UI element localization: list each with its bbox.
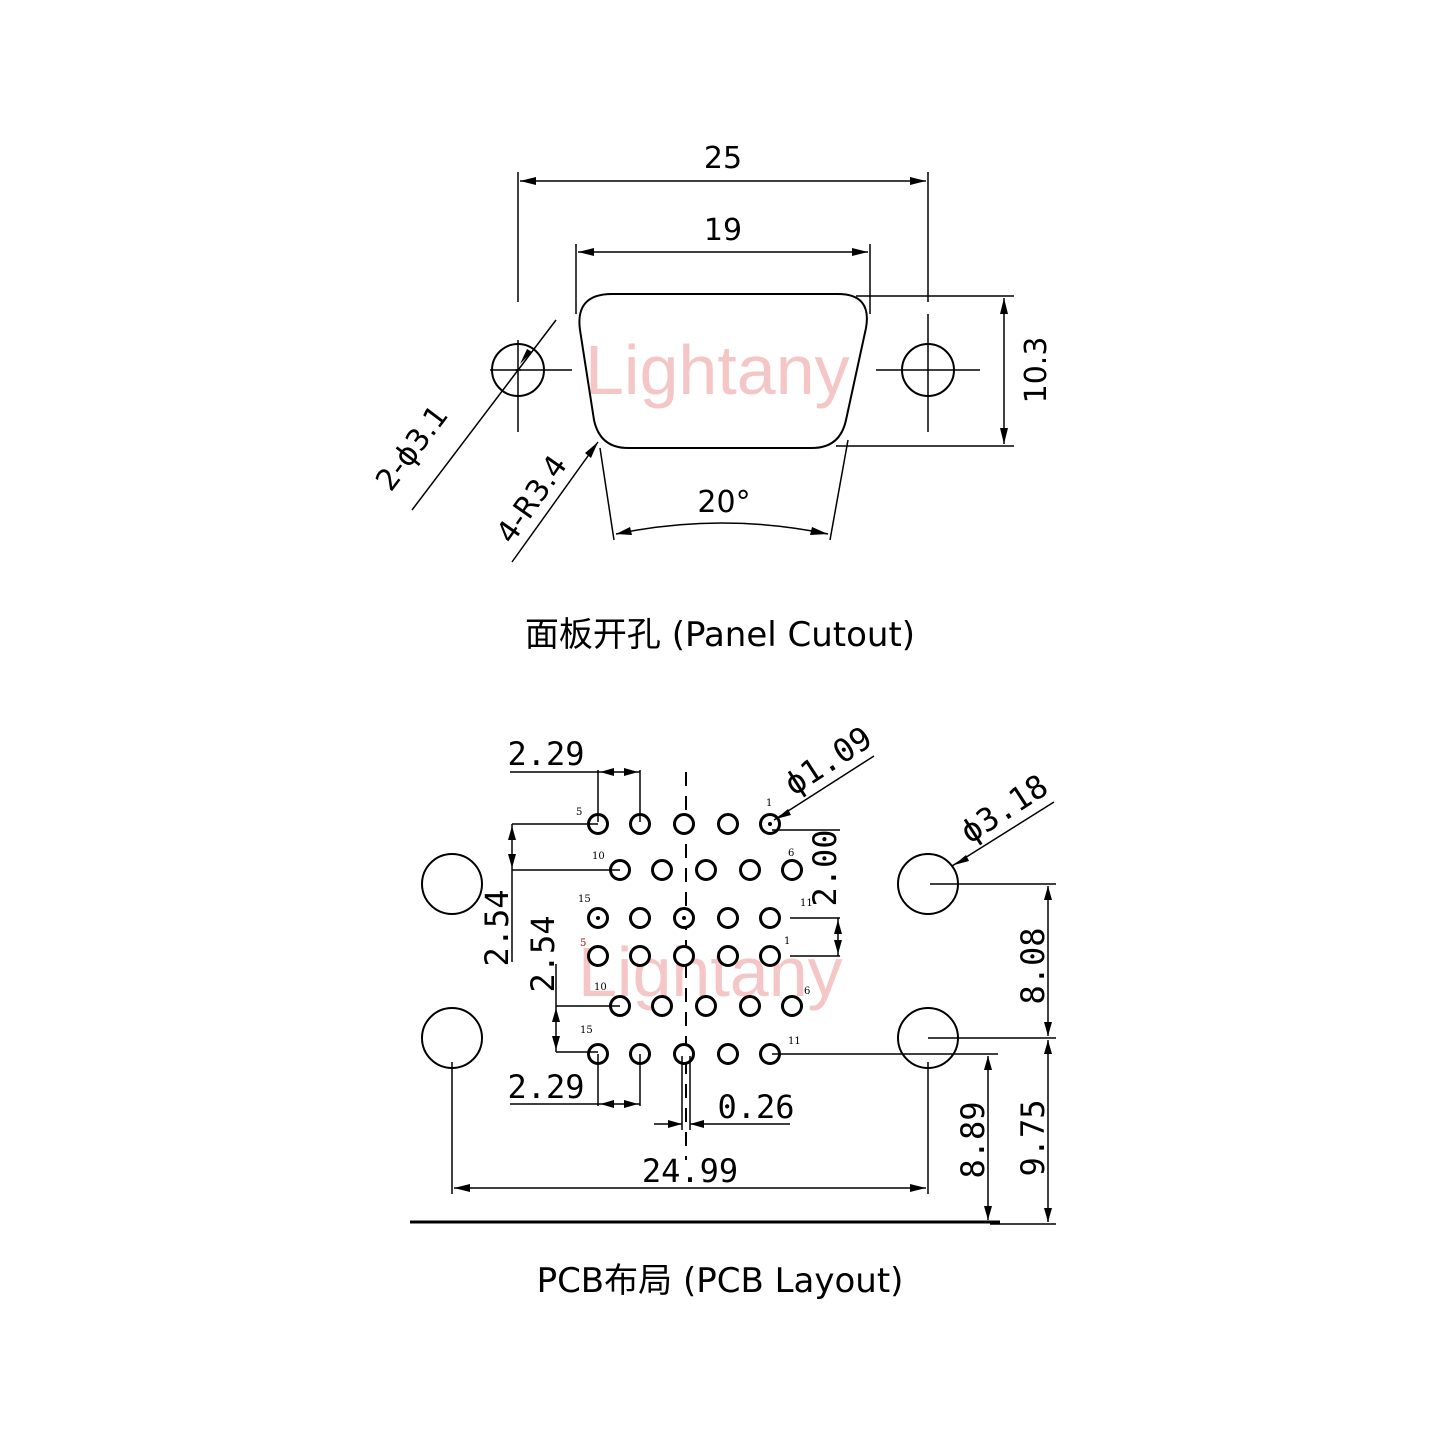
- leader-mount-dia: [951, 801, 1055, 867]
- dim-height: 10.3: [1019, 337, 1054, 404]
- watermark-panel: Lightany: [585, 331, 850, 409]
- pin-num-t15: 15: [578, 894, 591, 905]
- pin-num-t1: 1: [766, 798, 772, 809]
- pin-hole-r6-c3: [673, 1043, 695, 1065]
- leader-pin-dia: [773, 755, 875, 821]
- dim-row-gap-left2: 2.54: [524, 915, 562, 992]
- pin-hole-r3-c4: [717, 907, 739, 929]
- mount-hole-bl: [421, 1007, 483, 1069]
- pin-hole-r5-c3: [695, 995, 717, 1017]
- pin-num-b15: 15: [580, 1025, 593, 1036]
- leader-radius: [511, 441, 599, 563]
- pin-num-t6: 6: [788, 848, 794, 859]
- dim-angle: 20°: [697, 485, 750, 520]
- pin-hole-r2-c2: [651, 859, 673, 881]
- dim-pin-dia: ϕ1.09: [777, 719, 878, 803]
- pin-hole-r5-c2: [651, 995, 673, 1017]
- pin-hole-r3-c5: [759, 907, 781, 929]
- pin-hole-r6-c4: [717, 1043, 739, 1065]
- dim-board-edge-a: 8.89: [954, 1101, 992, 1178]
- panel-caption: 面板开孔 (Panel Cutout): [525, 615, 915, 655]
- dim-angle-arc: [615, 522, 829, 535]
- dim-mount-dia: ϕ3.18: [953, 767, 1054, 851]
- pin-num-b5: 5: [580, 938, 586, 949]
- dim-row-offset: 2.00: [806, 829, 844, 906]
- pin-num-t5: 5: [576, 807, 582, 818]
- pin-num-b6: 6: [804, 986, 810, 997]
- pin-hole-r2-c3: [695, 859, 717, 881]
- dim-offset: 0.26: [717, 1088, 794, 1126]
- pin-hole-r2-c5: [781, 859, 803, 881]
- pin-num-t11: 11: [800, 898, 813, 909]
- dim-row-gap-left: 2.54: [478, 889, 516, 966]
- pin-hole-r5-c5: [781, 995, 803, 1017]
- pin-hole-r3-c2: [629, 907, 651, 929]
- pin-hole-r5-c4: [739, 995, 761, 1017]
- pin-hole-r4-c2: [629, 945, 651, 967]
- pcb-layout: Lightany 1 5 6 10 11 15 1 5 6 10 11 15 2…: [410, 719, 1056, 1301]
- dim-cutout-width: 19: [704, 213, 742, 248]
- pin-num-t10: 10: [592, 851, 605, 862]
- pin-num-b11: 11: [788, 1036, 801, 1047]
- dim-holes: 2-ϕ3.1: [369, 399, 456, 498]
- dim-pitch-bottom: 2.29: [507, 1068, 584, 1106]
- pin-hole-r4-c5: [759, 945, 781, 967]
- leader-holes: [411, 319, 557, 511]
- dim-pitch-top: 2.29: [507, 735, 584, 773]
- pin-hole-r4-c1: [587, 945, 609, 967]
- dim-mount-v: 8.08: [1014, 927, 1052, 1004]
- panel-cutout: Lightany 25 19 10.3: [369, 141, 1054, 655]
- pin-hole-r1-c4: [717, 813, 739, 835]
- pcb-caption: PCB布局 (PCB Layout): [537, 1261, 904, 1301]
- pin-center-dot: [682, 916, 686, 920]
- cutout-outline: [578, 293, 868, 449]
- pin-center-dot: [596, 916, 600, 920]
- pin-center-dot: [768, 822, 772, 826]
- dim-overall-width: 25: [704, 141, 742, 176]
- dim-board-edge-b: 9.75: [1014, 1099, 1052, 1176]
- dim-mount-h: 24.99: [642, 1152, 738, 1190]
- mount-hole-tl: [421, 853, 483, 915]
- pin-num-b10: 10: [594, 982, 607, 993]
- pin-hole-r2-c4: [739, 859, 761, 881]
- pin-num-b1: 1: [784, 936, 790, 947]
- pin-hole-r4-c3: [673, 945, 695, 967]
- pin-hole-r4-c4: [717, 945, 739, 967]
- pin-hole-r1-c3: [673, 813, 695, 835]
